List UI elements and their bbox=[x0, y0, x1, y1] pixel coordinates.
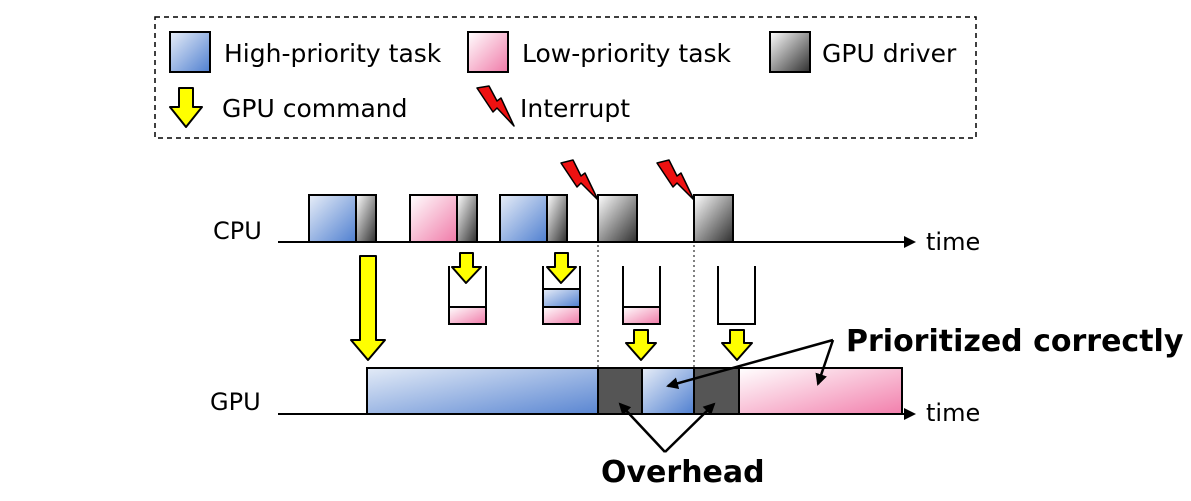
cpu-interrupt-driver-2 bbox=[693, 194, 734, 243]
lightning-bolt-icon bbox=[560, 159, 599, 201]
overhead-arrow-2 bbox=[664, 402, 716, 453]
down-arrow-icon bbox=[350, 255, 386, 361]
queue-1-low-priority-command bbox=[448, 306, 487, 325]
overhead-arrow-1 bbox=[618, 402, 666, 453]
legend-swatch-high-priority bbox=[169, 31, 211, 73]
lightning-bolt-icon bbox=[656, 159, 695, 201]
legend-label-high-priority: High-priority task bbox=[224, 39, 442, 68]
down-arrow-icon bbox=[169, 87, 203, 128]
command-queue-area bbox=[350, 252, 756, 361]
annotations: Prioritized correctly Overhead bbox=[601, 324, 1184, 490]
queue-2-high-priority-command bbox=[542, 288, 581, 308]
legend-swatch-gpu-driver bbox=[769, 31, 811, 73]
legend: High-priority task Low-priority task GPU… bbox=[154, 16, 977, 139]
queue-3-low-priority-command bbox=[622, 306, 661, 325]
prioritized-arrow-1 bbox=[666, 338, 834, 390]
queue-2-low-priority-command bbox=[542, 306, 581, 325]
gpu-overhead-2 bbox=[693, 367, 740, 415]
gpu-timeline: GPU time bbox=[210, 367, 980, 427]
cpu-axis-label: CPU bbox=[213, 217, 262, 245]
down-arrow-icon bbox=[451, 252, 482, 284]
cpu-high-priority-task-1 bbox=[308, 194, 357, 243]
legend-border bbox=[154, 16, 977, 139]
down-arrow-icon bbox=[546, 252, 577, 284]
legend-label-gpu-driver: GPU driver bbox=[822, 39, 957, 68]
cpu-driver-slice-3 bbox=[546, 194, 568, 243]
legend-label-interrupt: Interrupt bbox=[520, 94, 630, 123]
gpu-overhead-1 bbox=[597, 367, 643, 415]
cpu-timeline: CPU time bbox=[213, 159, 980, 256]
gpu-axis-label: GPU bbox=[210, 388, 261, 416]
command-queue-4 bbox=[717, 266, 756, 325]
prioritized-correctly-label: Prioritized correctly bbox=[846, 324, 1184, 359]
cpu-low-priority-task bbox=[409, 194, 458, 243]
cpu-driver-slice-1 bbox=[355, 194, 377, 243]
legend-swatch-low-priority bbox=[467, 31, 509, 73]
legend-label-low-priority: Low-priority task bbox=[522, 39, 732, 68]
down-arrow-icon bbox=[721, 329, 753, 361]
cpu-driver-slice-2 bbox=[456, 194, 478, 243]
gpu-high-priority-execution-1 bbox=[366, 367, 599, 415]
cpu-time-label: time bbox=[926, 228, 980, 256]
down-arrow-icon bbox=[625, 329, 657, 361]
gpu-time-label: time bbox=[926, 399, 980, 427]
cpu-high-priority-task-2 bbox=[499, 194, 548, 243]
lightning-bolt-icon bbox=[476, 85, 515, 127]
cpu-interrupt-driver-1 bbox=[597, 194, 638, 243]
prioritized-arrow-2 bbox=[815, 339, 835, 386]
gpu-high-priority-execution-2 bbox=[641, 367, 695, 415]
legend-label-gpu-command: GPU command bbox=[222, 94, 407, 123]
overhead-label: Overhead bbox=[601, 455, 765, 490]
